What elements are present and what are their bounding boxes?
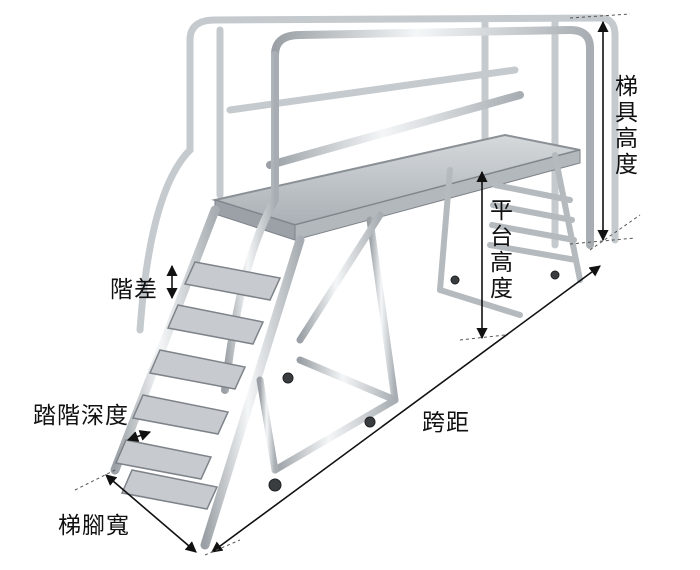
foot-width-line	[105, 474, 197, 553]
step-rise-label: 階差	[110, 277, 158, 303]
span-label: 跨距	[422, 410, 470, 436]
wheels	[268, 270, 560, 492]
span-line	[211, 265, 601, 553]
foot-width-label: 梯腳寬	[58, 513, 130, 539]
tread-depth-label: 踏階深度	[33, 403, 129, 429]
tread-depth-line	[126, 430, 152, 442]
platform-deck	[211, 133, 581, 241]
dimension-guides	[74, 13, 641, 556]
platform-height-label: 平台高度	[490, 198, 514, 302]
dimension-lines	[105, 20, 609, 553]
ladder-height-label: 梯具高度	[615, 74, 639, 178]
